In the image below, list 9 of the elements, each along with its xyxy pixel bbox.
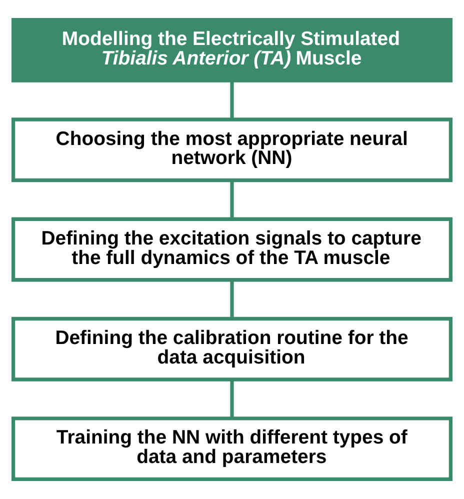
node-box: Defining the calibration routine for the data acquisition <box>11 316 453 382</box>
connector <box>230 380 234 418</box>
connector <box>230 80 234 120</box>
connector <box>230 280 234 318</box>
node-box: Choosing the most appropriate neural network (NN) <box>11 118 453 182</box>
node-box: Modelling the Electrically Stimulated Tibialis Anterior (TA) Muscle <box>11 18 453 82</box>
connector <box>230 180 234 219</box>
node-box: Training the NN with different types of data and parameters <box>11 416 453 481</box>
node-box: Defining the excitation signals to capture the full dynamics of the TA muscle <box>11 217 453 282</box>
